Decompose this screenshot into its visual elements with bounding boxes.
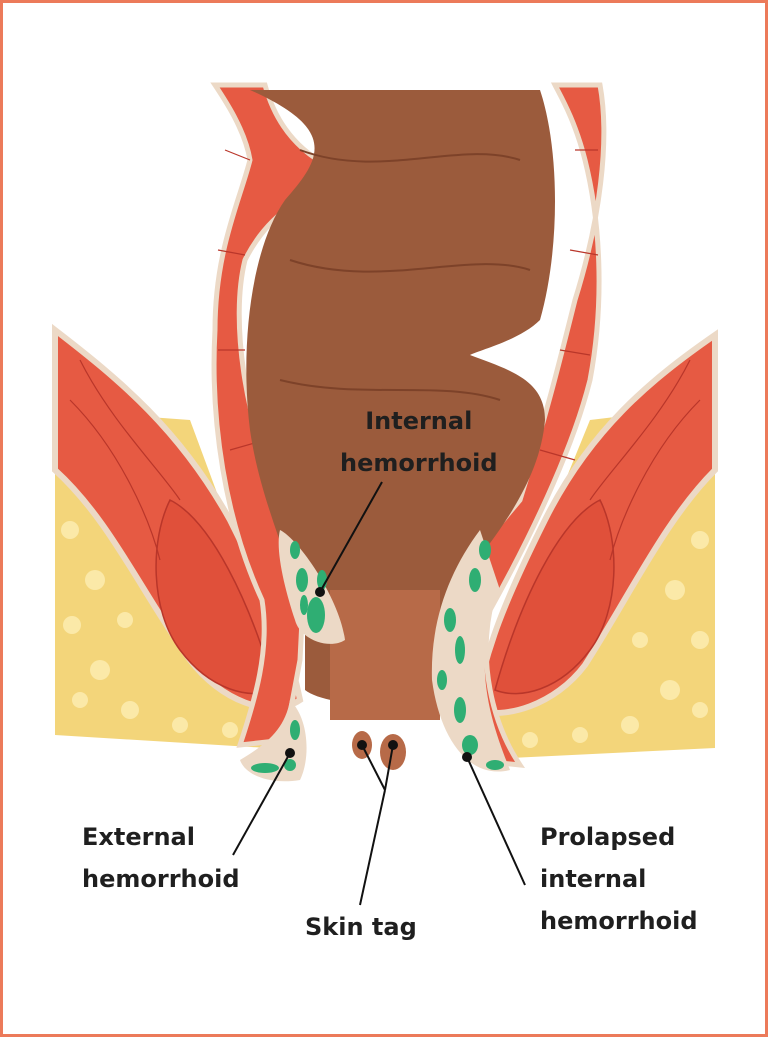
prolapsed-hemorrhoid-tissue — [431, 530, 510, 772]
label-line: Prolapsed — [540, 823, 676, 851]
label-line: hemorrhoid — [82, 865, 240, 893]
sphincter-right — [494, 498, 615, 695]
label-external-hemorrhoid: External hemorrhoid — [82, 816, 240, 900]
skin-tags — [352, 731, 406, 770]
label-prolapsed-internal-hemorrhoid: Prolapsed internal hemorrhoid — [540, 816, 698, 942]
hemorrhoid-vessels — [251, 540, 504, 773]
sphincter-left — [155, 498, 276, 695]
label-line: External — [82, 823, 195, 851]
label-line: internal — [540, 865, 647, 893]
label-skin-tag: Skin tag — [305, 913, 417, 941]
anal-canal — [330, 590, 440, 720]
rectal-folds — [279, 149, 531, 401]
label-internal-hemorrhoid: Internal hemorrhoid — [340, 400, 498, 484]
leader-lines — [232, 481, 526, 906]
label-line: hemorrhoid — [340, 449, 498, 477]
leader-dots — [285, 587, 472, 762]
label-line: hemorrhoid — [540, 907, 698, 935]
label-line: Internal — [365, 407, 473, 435]
muscle-striations — [69, 149, 701, 561]
